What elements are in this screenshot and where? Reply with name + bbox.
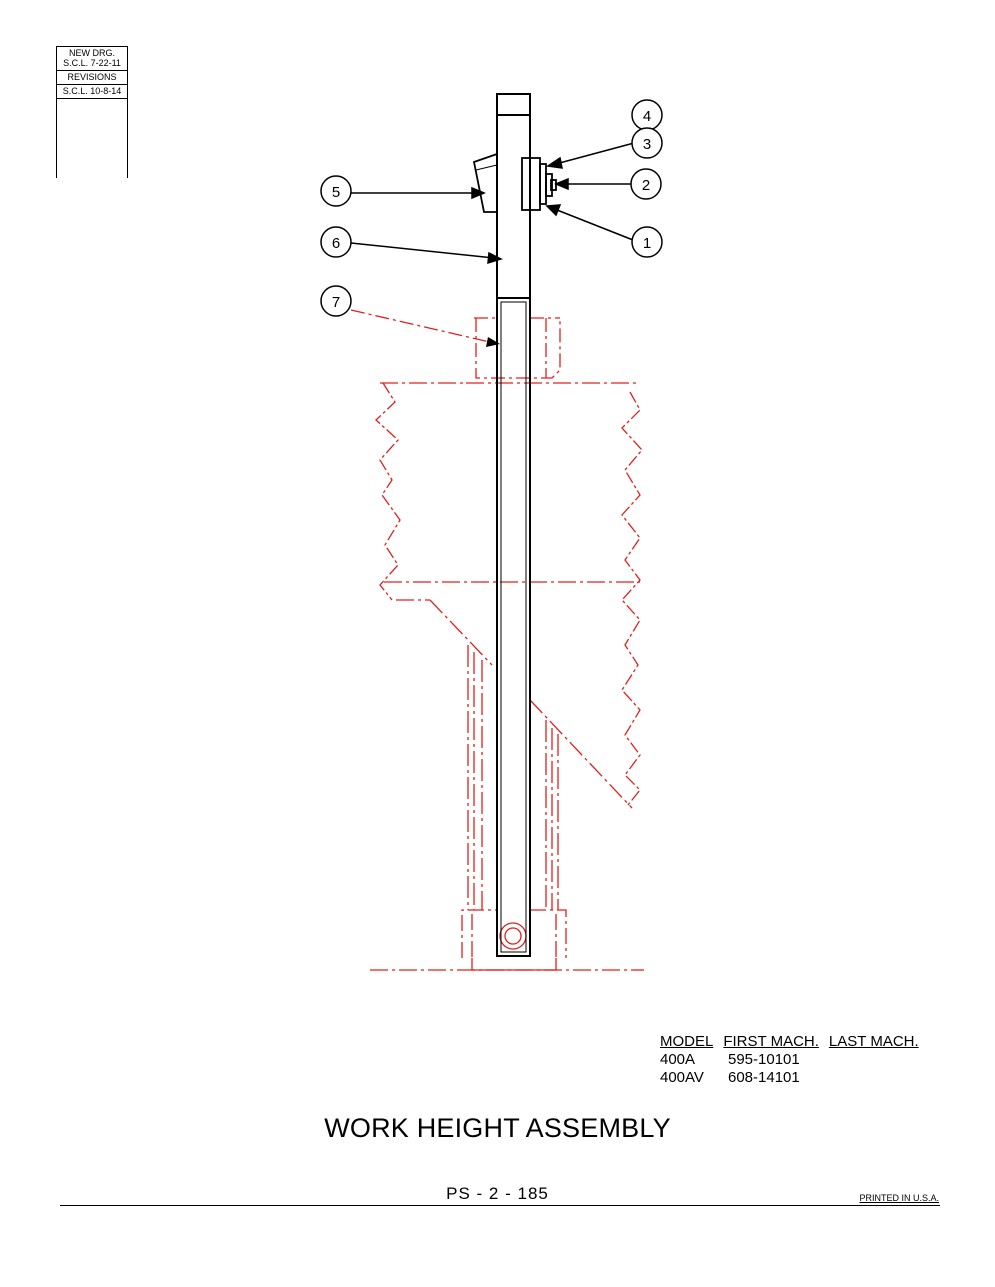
callout-2-label: 2 <box>642 177 650 194</box>
callout-3-label: 3 <box>643 136 651 153</box>
first-mach-cell: 595-10101 <box>728 1051 800 1068</box>
revision-empty-cell <box>57 98 127 99</box>
callout-5 <box>320 175 352 207</box>
callout-2 <box>630 168 662 200</box>
callout-7 <box>320 285 352 317</box>
callout-1-label: 1 <box>643 235 651 252</box>
phantom-frame <box>370 317 644 971</box>
callout-6-label: 6 <box>332 235 340 252</box>
callout-5-label: 5 <box>332 184 340 201</box>
revisions-header-cell: REVISIONS <box>57 70 127 84</box>
leader-lines <box>350 142 635 265</box>
model-table-header: MODEL FIRST MACH. LAST MACH. <box>660 1033 919 1051</box>
page-number: PS - 2 - 185 <box>446 1184 549 1203</box>
header-model: MODEL <box>660 1033 714 1050</box>
work-height-post <box>496 93 531 957</box>
footer-rule <box>60 1205 940 1206</box>
drawing-title: WORK HEIGHT ASSEMBLY <box>324 1113 671 1143</box>
revisions-label: REVISIONS <box>67 72 117 82</box>
callouts <box>320 99 663 317</box>
new-drawing-cell: NEW DRG. S.C.L. 7-22-11 <box>57 46 127 70</box>
revision-entry-cell: S.C.L. 10-8-14 <box>57 84 127 98</box>
leader-7 <box>350 309 500 347</box>
revision-block: NEW DRG. S.C.L. 7-22-11 REVISIONS S.C.L.… <box>56 46 128 178</box>
printed-in-label: PRINTED IN U.S.A. <box>859 1193 939 1203</box>
part-5-knob <box>472 152 498 213</box>
header-last-mach: LAST MACH. <box>828 1033 919 1050</box>
first-mach-cell: 608-14101 <box>728 1069 800 1086</box>
callout-3 <box>631 127 663 159</box>
model-row: 400A 595-10101 <box>660 1051 919 1069</box>
model-table: MODEL FIRST MACH. LAST MACH. 400A 595-10101… <box>660 1033 919 1087</box>
part-1-4-hardware <box>521 157 557 211</box>
new-drg-date: S.C.L. 7-22-11 <box>63 58 121 68</box>
callout-7-label: 7 <box>332 294 340 311</box>
new-drg-label: NEW DRG. <box>69 48 115 58</box>
revision-date: S.C.L. 10-8-14 <box>62 86 122 96</box>
callout-6 <box>320 226 352 258</box>
callout-4-label: 4 <box>643 108 651 125</box>
callout-numbers: 4 3 2 1 5 6 7 <box>332 108 651 311</box>
model-cell: 400AV <box>660 1069 704 1086</box>
model-cell: 400A <box>660 1051 696 1068</box>
header-first-mach: FIRST MACH. <box>723 1033 819 1050</box>
callout-1 <box>631 226 663 258</box>
model-row: 400AV 608-14101 <box>660 1069 919 1087</box>
